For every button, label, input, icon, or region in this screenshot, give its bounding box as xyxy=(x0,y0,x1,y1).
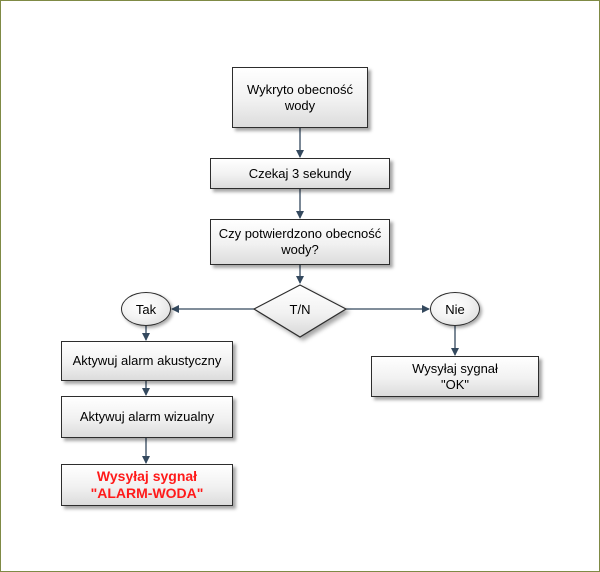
decision-label: T/N xyxy=(289,301,311,317)
node-detected-label: Wykryto obecność wody xyxy=(246,81,354,113)
node-alarm-signal: Wysyłaj sygnał "ALARM-WODA" xyxy=(61,464,233,506)
node-acoustic-label: Aktywuj alarm akustyczny xyxy=(72,353,222,368)
node-confirm: Czy potwierdzono obecność wody? xyxy=(210,219,390,265)
node-acoustic: Aktywuj alarm akustyczny xyxy=(61,341,233,381)
decision-diamond xyxy=(252,284,348,338)
node-detected: Wykryto obecność wody xyxy=(232,67,368,128)
node-visual: Aktywuj alarm wizualny xyxy=(61,396,233,438)
node-no-label: Nie xyxy=(445,301,465,317)
node-wait-label: Czekaj 3 sekundy xyxy=(248,165,352,181)
node-ok-signal-label: Wysyłaj sygnał "OK" xyxy=(412,360,498,392)
node-yes-label: Tak xyxy=(135,301,157,317)
node-ok-signal: Wysyłaj sygnał "OK" xyxy=(371,356,539,397)
node-wait: Czekaj 3 sekundy xyxy=(210,158,390,189)
node-confirm-label: Czy potwierdzono obecność wody? xyxy=(218,226,382,257)
node-yes: Tak xyxy=(121,292,171,326)
node-alarm-signal-label: Wysyłaj sygnał "ALARM-WODA" xyxy=(90,468,204,501)
node-no: Nie xyxy=(430,292,480,326)
node-visual-label: Aktywuj alarm wizualny xyxy=(79,409,215,424)
